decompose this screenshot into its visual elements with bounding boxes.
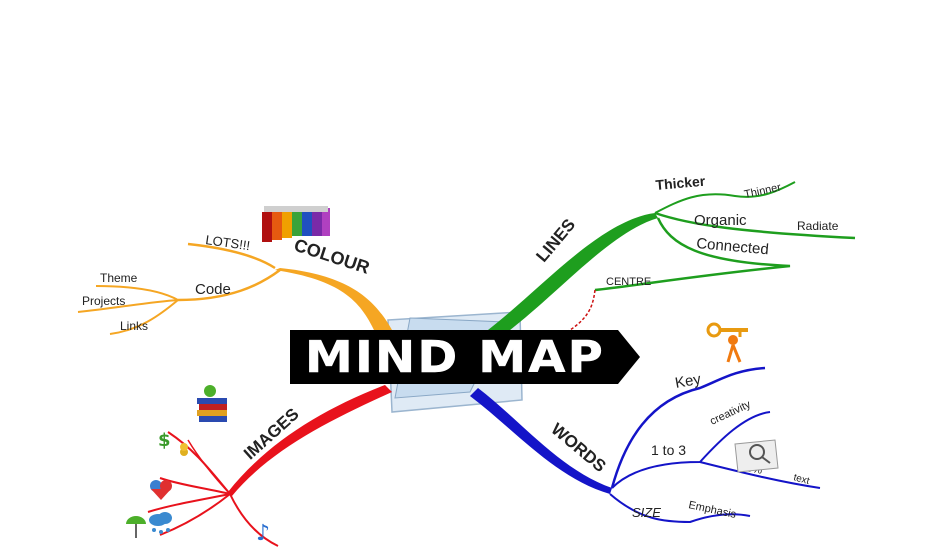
- label-lots: LOTS!!!: [205, 232, 251, 253]
- label-theme: Theme: [100, 271, 138, 285]
- spray-paint-cans-icon: [262, 206, 330, 242]
- label-thinner: Thinner: [743, 181, 782, 201]
- svg-text:♪: ♪: [256, 521, 270, 546]
- label-size: SIZE: [632, 505, 661, 520]
- words-branch: [470, 366, 821, 524]
- label-links: Links: [120, 319, 148, 333]
- svg-text:$: $: [158, 430, 171, 451]
- label-radiate: Radiate: [797, 219, 839, 233]
- umbrella-icon: [126, 516, 146, 538]
- label-connected: Connected: [696, 235, 770, 258]
- label-emphasis: Emphasis: [687, 499, 737, 521]
- label-projects: Projects: [82, 294, 125, 308]
- hearts-icon: [150, 480, 172, 500]
- label-thicker: Thicker: [655, 173, 707, 193]
- key-person-icon: [706, 322, 748, 363]
- colour-branch: [77, 242, 392, 335]
- music-note-icon: ♪: [256, 521, 270, 546]
- title-arrow: MIND MAP: [290, 330, 640, 384]
- books-apple-icon: [197, 385, 227, 422]
- label-one-to-three: 1 to 3: [651, 442, 686, 458]
- label-code: Code: [195, 281, 231, 298]
- rain-cloud-icon: [149, 512, 172, 534]
- label-organic: Organic: [694, 212, 747, 229]
- label-text: text: [792, 472, 811, 487]
- label-creativity: creativity: [708, 398, 753, 427]
- label-centre: CENTRE: [606, 276, 651, 288]
- magnifier-paper-icon: [734, 439, 779, 473]
- title-text: MIND MAP: [305, 332, 605, 383]
- dollar-coins-icon: $: [158, 430, 188, 456]
- label-key: Key: [674, 371, 703, 392]
- branch-label-words: WORDS: [547, 420, 609, 476]
